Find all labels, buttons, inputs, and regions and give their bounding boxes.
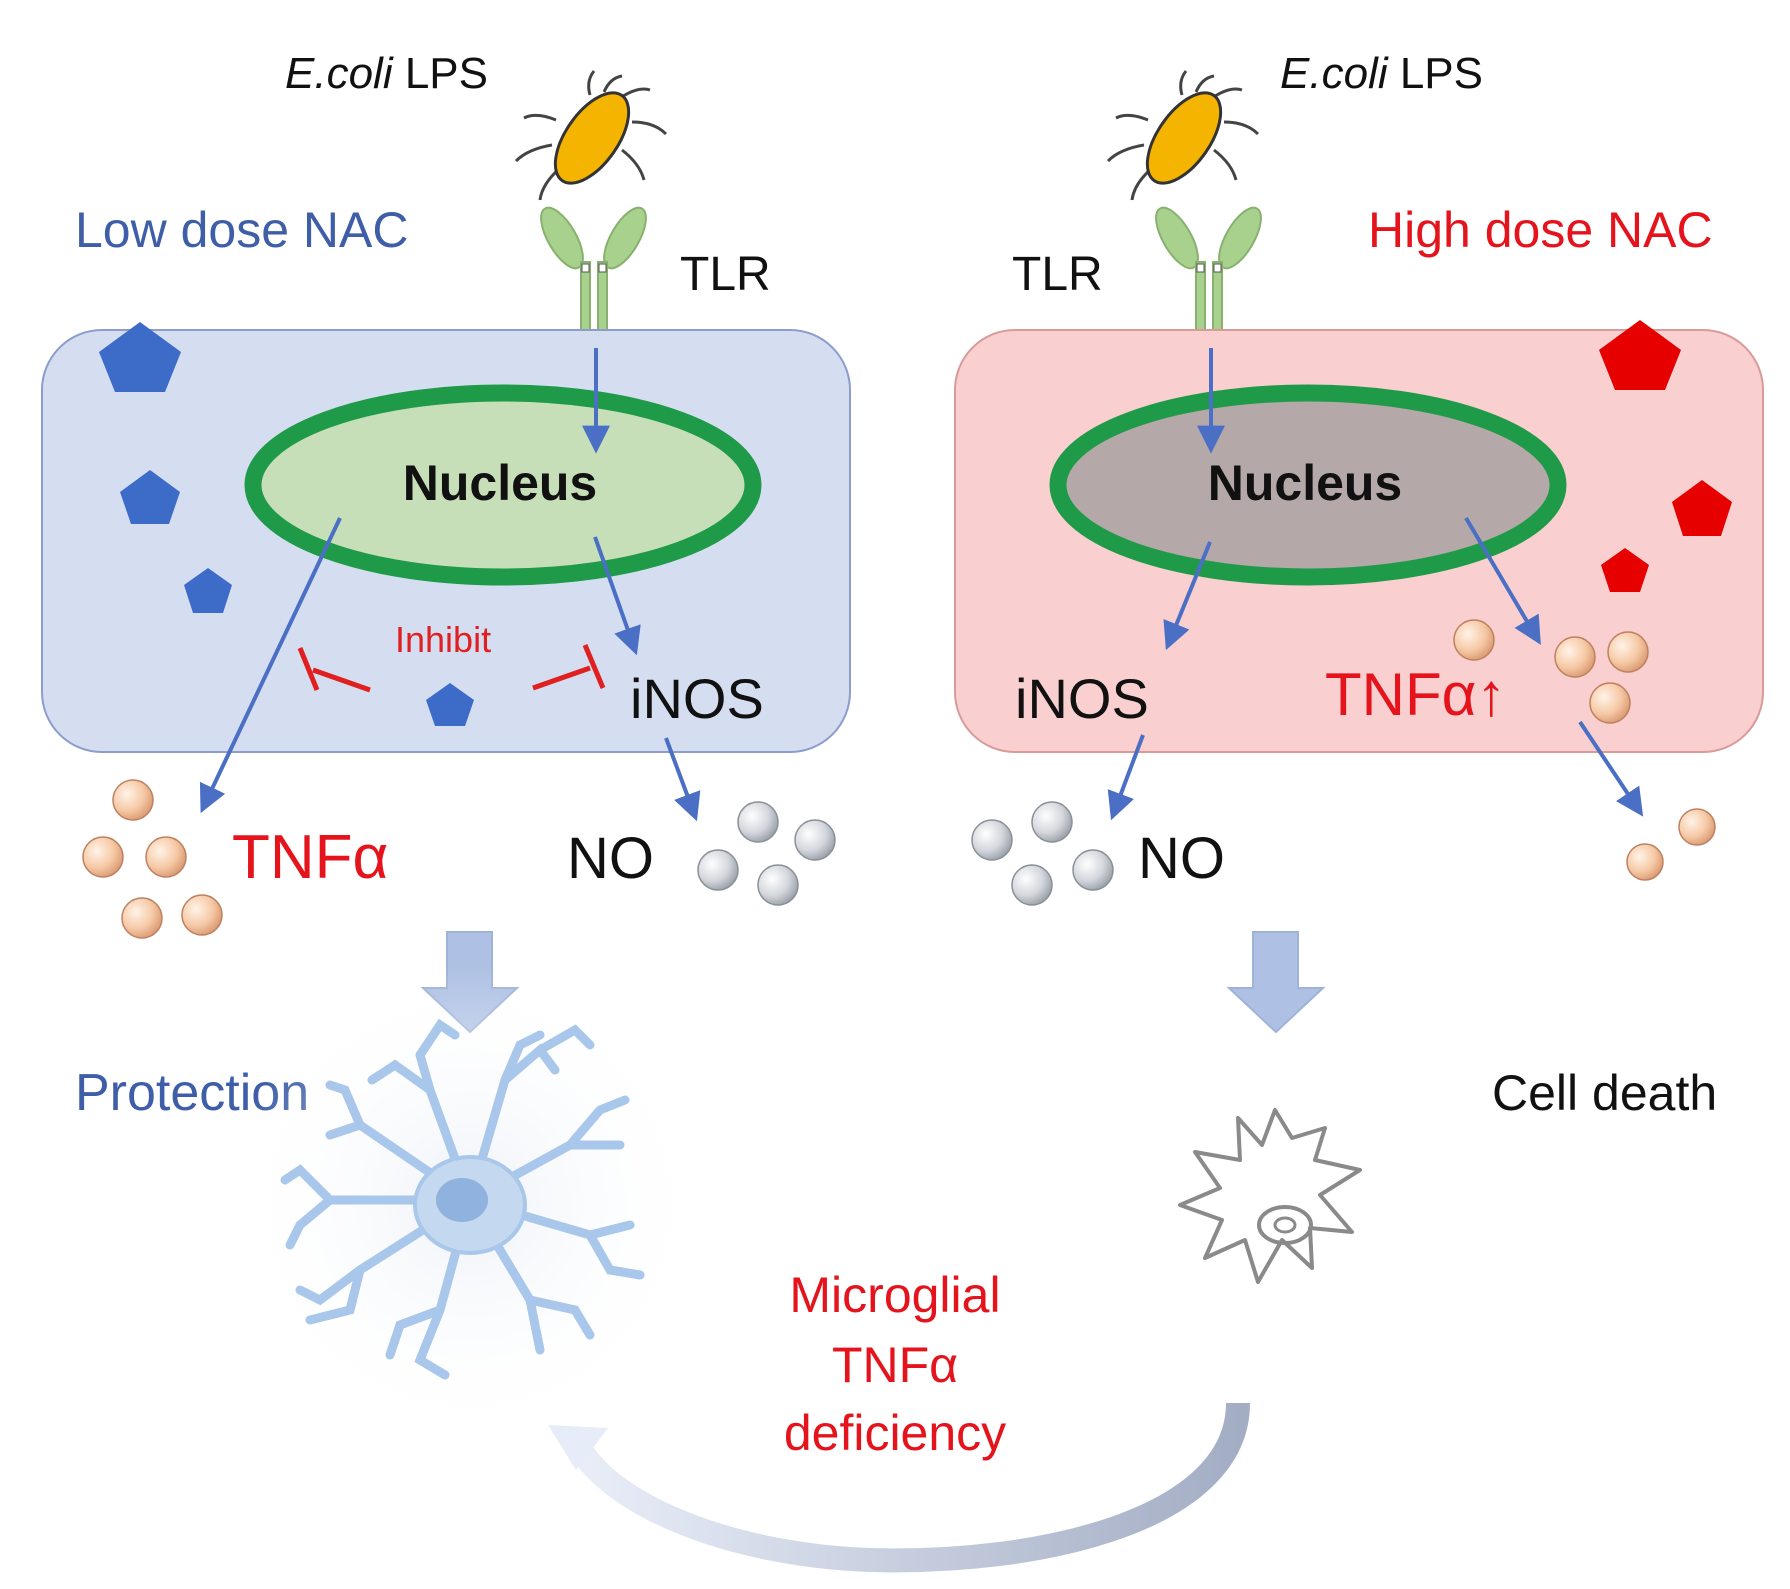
nac-molecule-icon	[1672, 480, 1732, 536]
deficiency-label: Microglial TNFα deficiency	[784, 1267, 1006, 1461]
no-molecule-icon	[1072, 849, 1114, 891]
right-outcome-label: Cell death	[1492, 1065, 1717, 1121]
left-no-molecules	[697, 801, 836, 906]
left-inhibit-markers	[297, 644, 606, 693]
right-pathway-arrows	[1107, 348, 1644, 821]
nac-molecule-icon	[184, 568, 232, 613]
tnf-molecule-icon	[112, 779, 154, 821]
tnf-molecule-icon	[1554, 636, 1596, 678]
left-lps-italic: E.coli	[285, 49, 394, 98]
tnf-molecule-icon	[82, 836, 124, 878]
no-molecule-icon	[757, 864, 799, 906]
tnf-molecule-icon	[1589, 682, 1631, 724]
tnf-molecule-icon	[181, 894, 223, 936]
nac-molecule-icon	[1599, 320, 1681, 390]
left-tlr-label: TLR	[680, 248, 771, 301]
nac-molecule-icon	[99, 322, 181, 392]
left-pathway-arrows	[199, 348, 701, 822]
no-molecule-icon	[697, 849, 739, 891]
tnf-molecule-icon	[1678, 808, 1716, 846]
left-nucleus	[244, 384, 762, 586]
right-inos-label: iNOS	[1015, 667, 1149, 730]
no-molecule-icon	[794, 819, 836, 861]
right-lps-rest: LPS	[1388, 49, 1483, 98]
right-lps-label: E.coli LPS	[1280, 49, 1483, 98]
right-lps-italic: E.coli	[1280, 49, 1389, 98]
no-molecule-icon	[1011, 864, 1053, 906]
left-no-label: NO	[567, 826, 654, 891]
right-tnf-label: TNFα↑	[1325, 661, 1506, 728]
dying-microglia-icon	[1178, 1108, 1362, 1284]
tnf-molecule-icon	[1453, 619, 1495, 661]
tnf-molecule-icon	[1626, 843, 1664, 881]
right-tlr-receptor-icon	[1155, 206, 1262, 333]
left-lps-rest: LPS	[393, 49, 488, 98]
no-molecule-icon	[737, 801, 779, 843]
right-nucleus	[1049, 384, 1567, 586]
left-bacterium-icon	[514, 70, 668, 201]
left-nac-label: Low dose NAC	[75, 202, 409, 258]
no-molecule-icon	[971, 819, 1013, 861]
healthy-microglia-icon	[230, 965, 710, 1445]
deficiency-line2: TNFα	[832, 1337, 958, 1393]
left-tnf-label: TNFα	[232, 823, 388, 892]
nac-molecule-icon	[120, 470, 180, 524]
right-nucleus-label: Nucleus	[1208, 455, 1403, 511]
right-panel: E.coli LPS TLR High dose NAC	[954, 49, 1764, 1284]
left-nac-molecules	[99, 322, 474, 726]
right-nac-molecules	[1599, 320, 1732, 592]
tnf-molecule-icon	[121, 897, 163, 939]
nac-molecule-icon	[1601, 548, 1649, 592]
tnf-molecule-icon	[145, 836, 187, 878]
right-no-molecules	[971, 801, 1114, 906]
left-panel: E.coli LPS Low dose NAC TLR	[41, 49, 851, 1445]
tnf-molecule-icon	[1607, 631, 1649, 673]
left-inos-label: iNOS	[630, 667, 764, 730]
left-nucleus-label: Nucleus	[403, 455, 598, 511]
right-outcome-arrow	[1226, 931, 1326, 1034]
no-molecule-icon	[1031, 801, 1073, 843]
left-tnf-molecules	[82, 779, 223, 939]
left-inhibit-label: Inhibit	[395, 619, 491, 660]
deficiency-line1: Microglial	[789, 1267, 1000, 1323]
right-bacterium-icon	[1106, 70, 1260, 201]
deficiency-line3: deficiency	[784, 1405, 1006, 1461]
nac-molecule-icon	[426, 683, 474, 726]
right-tnf-molecules	[1453, 619, 1716, 881]
right-nac-label: High dose NAC	[1368, 202, 1713, 258]
feedback-curve	[548, 1402, 1250, 1573]
right-no-label: NO	[1138, 826, 1225, 891]
right-tlr-label: TLR	[1012, 248, 1103, 301]
left-lps-label: E.coli LPS	[285, 49, 488, 98]
left-tlr-receptor-icon	[540, 206, 647, 333]
